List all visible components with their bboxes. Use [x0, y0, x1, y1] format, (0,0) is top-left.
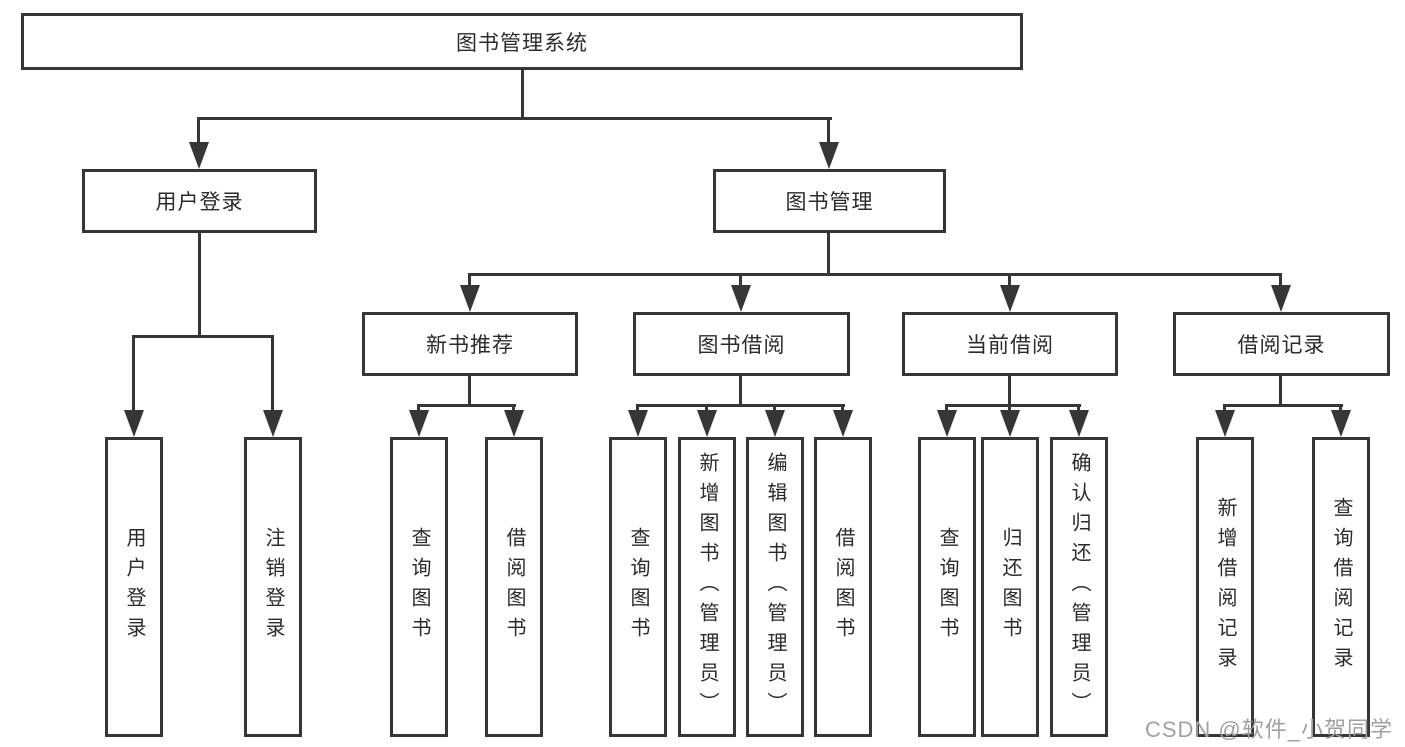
connector-stem — [841, 404, 844, 413]
leaf-query-borrow-record: 查询借阅记录 — [1312, 437, 1370, 737]
connector-stem — [417, 404, 420, 413]
node-label: 当前借阅 — [966, 334, 1054, 357]
connector-stem — [705, 404, 708, 413]
leaf-return-book: 归还图书 — [981, 437, 1039, 737]
connector-stem — [773, 404, 776, 413]
arrow-down-icon — [1069, 410, 1089, 437]
connector-stem — [1077, 404, 1080, 413]
leaf-label: 查询图书 — [627, 527, 649, 647]
leaf-add-borrow-record: 新增借阅记录 — [1196, 437, 1254, 737]
arrow-down-icon — [1000, 410, 1020, 437]
node-label: 借阅记录 — [1237, 334, 1326, 357]
arrow-down-icon — [937, 410, 957, 437]
node-new-book-recommendation: 新书推荐 — [362, 312, 578, 376]
leaf-borrow-books-recommendation: 借阅图书 — [485, 437, 543, 737]
leaf-logout: 注销登录 — [244, 437, 302, 737]
arrow-down-icon — [1331, 410, 1351, 437]
arrow-down-icon — [819, 142, 839, 169]
leaf-label: 查询借阅记录 — [1330, 497, 1352, 677]
connector-stem — [1008, 404, 1011, 413]
connector-trunk — [198, 233, 201, 337]
connector-trunk — [739, 376, 742, 407]
arrow-down-icon — [697, 410, 717, 437]
arrow-down-icon — [833, 410, 853, 437]
leaf-add-book-admin: 新增图书（管理员） — [678, 437, 736, 737]
connector-stem — [468, 273, 471, 287]
leaf-label: 借阅图书 — [832, 527, 854, 647]
connector-stem — [827, 117, 830, 143]
connector-bar — [417, 404, 516, 407]
arrow-down-icon — [1215, 410, 1235, 437]
node-book-borrowing: 图书借阅 — [633, 312, 850, 376]
leaf-label: 用户登录 — [123, 527, 145, 647]
node-borrowing-records: 借阅记录 — [1173, 312, 1390, 376]
connector-trunk — [1279, 376, 1282, 407]
leaf-label: 注销登录 — [262, 527, 284, 647]
connector-trunk — [521, 69, 524, 119]
node-book-management: 图书管理 — [713, 169, 946, 233]
leaf-confirm-return-admin: 确认归还（管理员） — [1050, 437, 1108, 737]
connector-stem — [132, 335, 135, 411]
connector-trunk — [827, 233, 830, 276]
leaf-label: 编辑图书（管理员） — [764, 452, 786, 722]
connector-stem — [739, 273, 742, 287]
arrow-down-icon — [765, 410, 785, 437]
leaf-query-books-recommendation: 查询图书 — [390, 437, 448, 737]
leaf-label: 新增图书（管理员） — [696, 452, 718, 722]
connector-bar — [197, 117, 832, 120]
connector-stem — [636, 404, 639, 413]
node-label: 图书管理 — [785, 191, 874, 214]
node-label: 图书借阅 — [697, 334, 786, 357]
arrow-down-icon — [460, 285, 480, 312]
connector-bar — [636, 404, 845, 407]
connector-stem — [1279, 273, 1282, 287]
leaf-query-books-borrowing: 查询图书 — [609, 437, 667, 737]
leaf-label: 归还图书 — [999, 527, 1021, 647]
connector-stem — [512, 404, 515, 413]
connector-trunk — [1008, 376, 1011, 407]
csdn-watermark: CSDN @软件_小贺同学 — [1144, 717, 1393, 742]
node-label: 新书推荐 — [426, 334, 514, 357]
arrow-down-icon — [189, 142, 209, 169]
connector-bar — [945, 404, 1081, 407]
arrow-down-icon — [124, 410, 144, 437]
connector-bar — [1223, 404, 1343, 407]
leaf-label: 查询图书 — [408, 527, 430, 647]
leaf-label: 确认归还（管理员） — [1068, 452, 1090, 722]
node-library-management-system: 图书管理系统 — [21, 13, 1023, 70]
node-label: 用户登录 — [155, 191, 244, 214]
connector-stem — [271, 335, 274, 411]
connector-bar — [132, 335, 274, 338]
connector-stem — [1339, 404, 1342, 413]
connector-stem — [1008, 273, 1011, 287]
leaf-user-login: 用户登录 — [105, 437, 163, 737]
node-label: 图书管理系统 — [456, 31, 588, 55]
leaf-edit-book-admin: 编辑图书（管理员） — [746, 437, 804, 737]
arrow-down-icon — [504, 410, 524, 437]
node-user-login: 用户登录 — [82, 169, 317, 233]
arrow-down-icon — [409, 410, 429, 437]
connector-trunk — [468, 376, 471, 407]
arrow-down-icon — [263, 410, 283, 437]
arrow-down-icon — [1271, 285, 1291, 312]
arrow-down-icon — [731, 285, 751, 312]
leaf-label: 借阅图书 — [503, 527, 525, 647]
leaf-query-books-current: 查询图书 — [918, 437, 976, 737]
leaf-borrow-books-borrowing: 借阅图书 — [814, 437, 872, 737]
arrow-down-icon — [1000, 285, 1020, 312]
connector-stem — [197, 117, 200, 143]
connector-stem — [1223, 404, 1226, 413]
leaf-label: 新增借阅记录 — [1214, 497, 1236, 677]
connector-bar — [468, 273, 1282, 276]
node-current-borrowing: 当前借阅 — [902, 312, 1118, 376]
arrow-down-icon — [628, 410, 648, 437]
leaf-label: 查询图书 — [936, 527, 958, 647]
connector-stem — [945, 404, 948, 413]
